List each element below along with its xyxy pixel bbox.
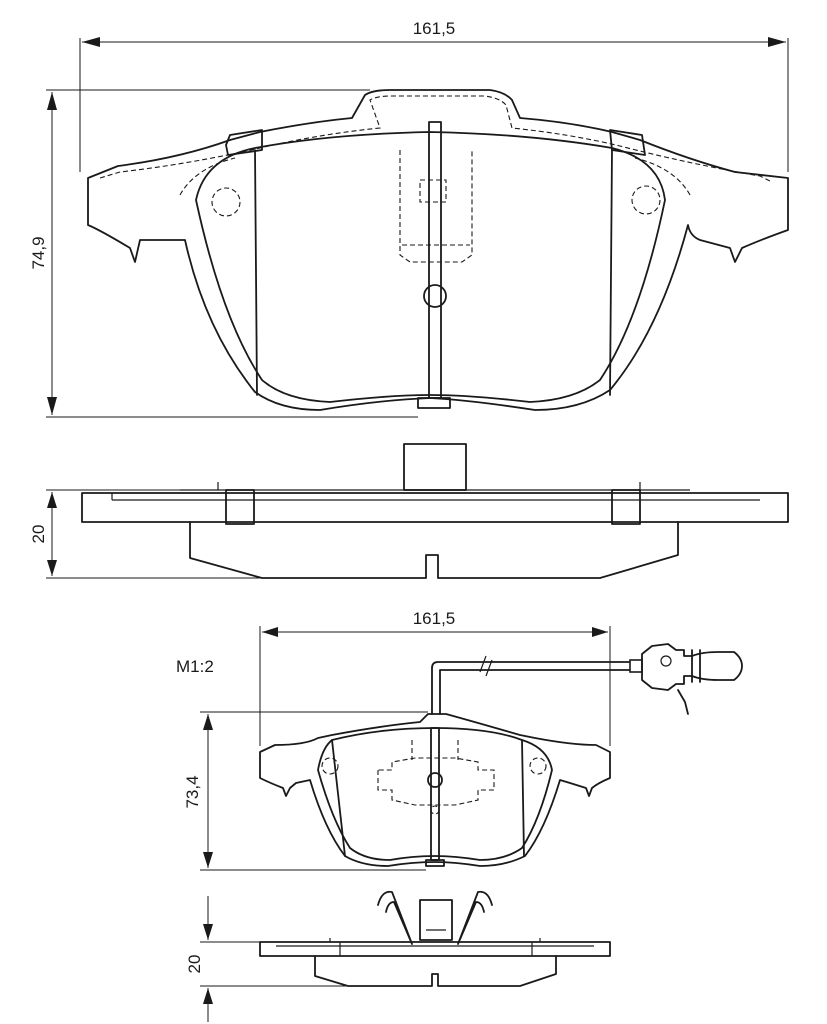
top-hole-left bbox=[211, 187, 241, 217]
top-pad-front-view bbox=[87, 89, 789, 411]
top-height-label: 74,9 bbox=[29, 236, 48, 269]
top-hidden-plate-left bbox=[179, 157, 236, 196]
top-side-clip-right bbox=[611, 489, 641, 525]
bottom-center-hole bbox=[427, 772, 443, 788]
bottom-center-slot bbox=[430, 727, 440, 861]
bottom-thickness-label: 20 bbox=[185, 955, 204, 974]
bottom-height-label: 73,4 bbox=[183, 775, 202, 808]
top-center-slot bbox=[428, 121, 442, 399]
top-chamfer-left bbox=[254, 149, 258, 396]
bottom-height-dimension: 73,4 bbox=[183, 711, 428, 871]
bottom-friction-material bbox=[317, 727, 553, 861]
top-pad-side-view bbox=[81, 443, 789, 579]
top-tab-left bbox=[225, 129, 263, 156]
bottom-side-center-clip bbox=[419, 899, 453, 941]
top-width-label: 161,5 bbox=[413, 19, 456, 38]
top-hole-right bbox=[631, 185, 661, 215]
bottom-width-dimension: 161,5 bbox=[259, 609, 611, 746]
top-hidden-plate-right bbox=[634, 157, 691, 196]
bottom-backing-plate-outline bbox=[259, 713, 611, 867]
top-side-clip-left bbox=[225, 489, 255, 525]
top-center-hole bbox=[423, 284, 447, 308]
bottom-pad-side-view bbox=[259, 890, 611, 987]
top-hidden-contour bbox=[99, 95, 773, 183]
bottom-side-friction-block bbox=[314, 955, 557, 987]
bottom-hole-right bbox=[529, 757, 547, 775]
top-height-dimension: 74,9 bbox=[29, 89, 418, 418]
top-slot-bottom-tab bbox=[417, 397, 451, 409]
wear-sensor-cable bbox=[431, 643, 743, 715]
top-width-dimension: 161,5 bbox=[79, 19, 789, 172]
bottom-width-label: 161,5 bbox=[413, 609, 456, 628]
bottom-hole-left bbox=[321, 757, 339, 775]
top-thickness-label: 20 bbox=[29, 525, 48, 544]
bottom-side-spring-clip-right bbox=[457, 890, 493, 945]
bottom-thickness-dimension: 20 bbox=[185, 896, 348, 1022]
bottom-hidden-clip bbox=[377, 757, 495, 806]
top-side-wear-sensor bbox=[403, 443, 467, 491]
top-hidden-clip bbox=[399, 150, 473, 263]
bottom-pad-front-view bbox=[259, 713, 611, 867]
wear-sensor-connector bbox=[641, 643, 743, 691]
top-chamfer-right bbox=[609, 149, 613, 396]
bottom-side-spring-clip-left bbox=[377, 890, 413, 945]
top-side-friction-block bbox=[189, 521, 679, 579]
bottom-side-backing-plate bbox=[259, 941, 611, 957]
top-friction-material bbox=[195, 131, 666, 403]
scale-label: M1:2 bbox=[176, 657, 214, 676]
top-backing-plate-outline bbox=[87, 89, 789, 411]
top-thickness-dimension: 20 bbox=[29, 489, 262, 579]
top-side-backing-plate bbox=[81, 492, 789, 523]
top-tab-right bbox=[609, 129, 646, 156]
